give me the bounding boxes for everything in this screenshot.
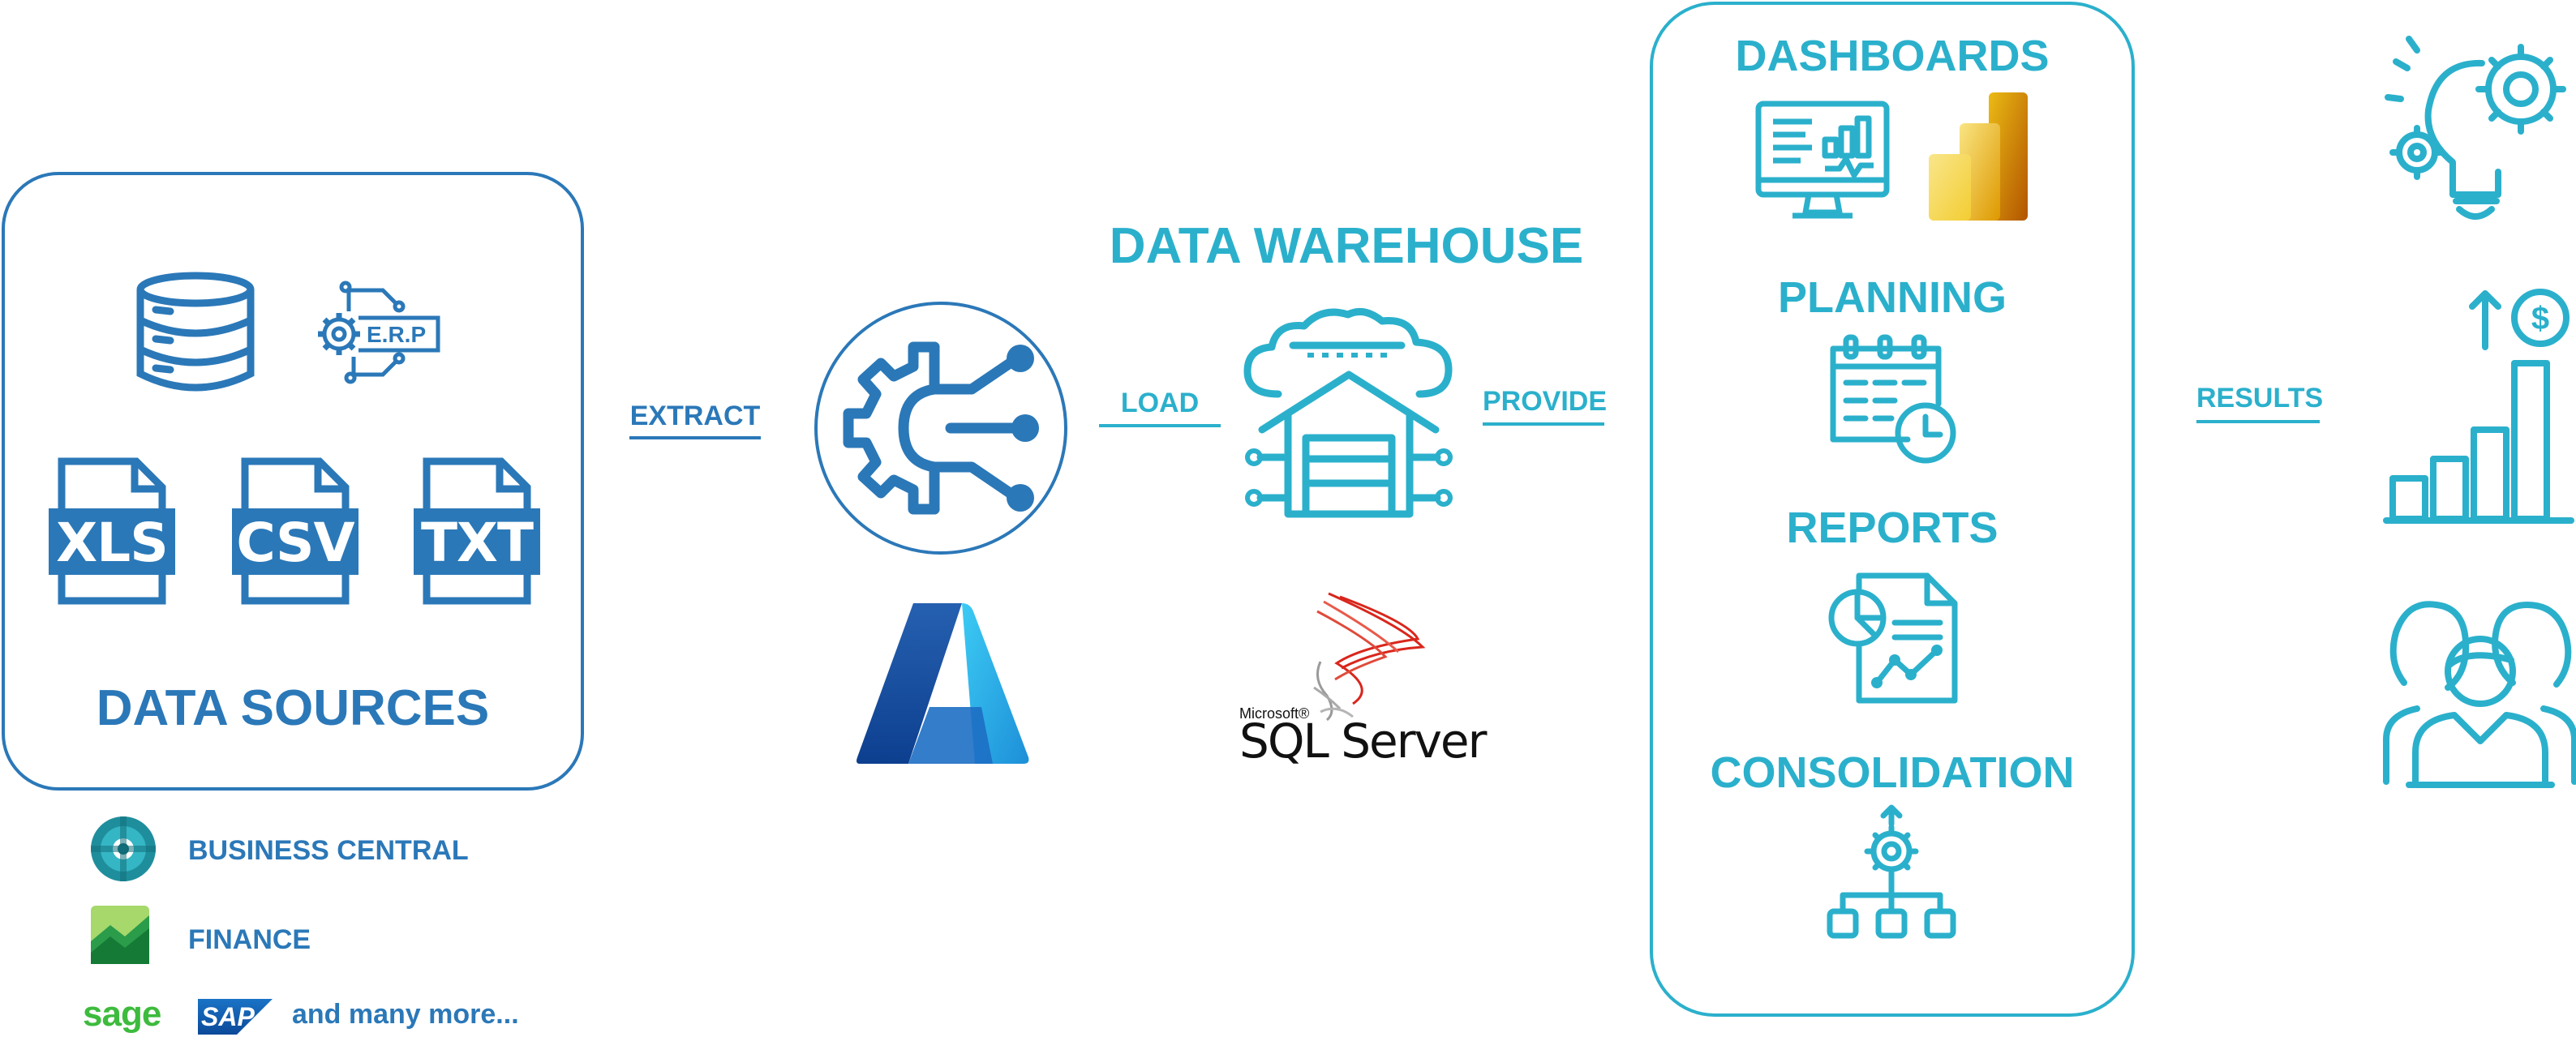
csv-file-icon: CSV [230,457,360,605]
consolidation-hierarchy-icon [1825,804,1958,939]
sap-label: SAP [201,1002,255,1031]
power-bi-logo [1927,91,2029,222]
sql-server-logo: Microsoft® SQL Server [1239,590,1487,769]
provide-label: PROVIDE [1483,386,1608,417]
report-document-icon [1827,572,1958,704]
sap-logo: SAP [198,999,273,1035]
reports-title: REPORTS [1786,504,1999,552]
provide-line [1483,422,1604,426]
xls-label: XLS [56,512,168,574]
txt-file-icon: TXT [412,457,542,605]
sql-product-label: SQL Server [1239,713,1487,769]
finance-logo [89,904,151,966]
business-central-label: BUSINESS CENTRAL [188,835,469,866]
csv-label: CSV [236,512,354,574]
many-more-label: and many more... [292,999,519,1030]
data-sources-box [2,172,584,791]
results-label: RESULTS [2196,383,2324,414]
dashboard-monitor-icon [1755,101,1890,222]
data-integration-icon [813,300,1069,556]
business-central-logo [89,815,157,883]
load-line [1099,424,1221,427]
consolidation-title: CONSOLIDATION [1710,748,2075,797]
erp-label: E.R.P [367,322,426,347]
growth-chart-icon: $ [2383,287,2574,524]
txt-label: TXT [421,512,534,574]
dashboards-title: DASHBOARDS [1735,32,2050,80]
erp-gear-icon: E.R.P [308,276,446,389]
load-label: LOAD [1120,388,1200,418]
azure-logo [855,598,1030,765]
calendar-clock-icon [1827,334,1956,464]
results-line [2196,420,2320,423]
database-icon [135,272,256,392]
sql-brand-label: Microsoft® [1239,705,1310,722]
extract-line [629,436,761,439]
data-warehouse-icon [1239,306,1458,519]
data-warehouse-title: DATA WAREHOUSE [1109,218,1584,274]
data-sources-title: DATA SOURCES [96,680,490,736]
xls-file-icon: XLS [47,457,177,605]
planning-title: PLANNING [1778,273,2007,322]
outputs-box [1650,2,2135,1017]
finance-label: FINANCE [188,924,311,955]
idea-gears-icon [2385,32,2576,227]
extract-label: EXTRACT [629,401,761,431]
people-icon [2383,593,2576,788]
sage-logo: sage [83,994,161,1034]
svg-text:$: $ [2531,301,2549,336]
